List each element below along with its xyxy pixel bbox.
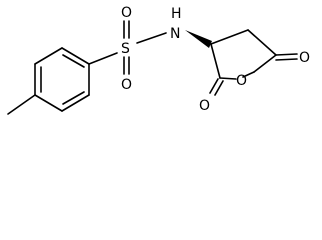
structure-svg: S O O N H O O O [7, 5, 310, 115]
ring-bond-6 [34, 94, 63, 112]
oxygen-top-label: O [121, 5, 132, 21]
aryl-sulfur-bond [88, 52, 118, 65]
n-hydrogen-label: H [171, 6, 182, 22]
wedge-bond [185, 30, 212, 48]
ring-bond-5 [61, 94, 90, 112]
ring-bond-2 [34, 47, 63, 65]
lactone-ring [210, 29, 277, 80]
nitrogen-label: N [170, 26, 180, 42]
ring-oxygen-label: O [236, 73, 247, 89]
sulfur-label: S [121, 41, 130, 57]
carbonyl-oxygen-right-label: O [299, 50, 310, 66]
benzene-ring [34, 47, 90, 112]
carbonyl-oxygen-left-label: O [199, 98, 210, 114]
sulfur-nitrogen-bond [136, 32, 167, 44]
ring-double-3 [62, 91, 85, 105]
sulfonyl-oxygen-bonds [123, 20, 130, 75]
oxygen-bottom-label: O [121, 77, 132, 93]
ring-double-2 [62, 54, 85, 68]
ring-bond-3 [61, 47, 90, 65]
methyl-bond [7, 94, 36, 115]
carbonyl-bonds [209, 53, 298, 96]
chemical-structure: S O O N H O O O [7, 5, 310, 115]
